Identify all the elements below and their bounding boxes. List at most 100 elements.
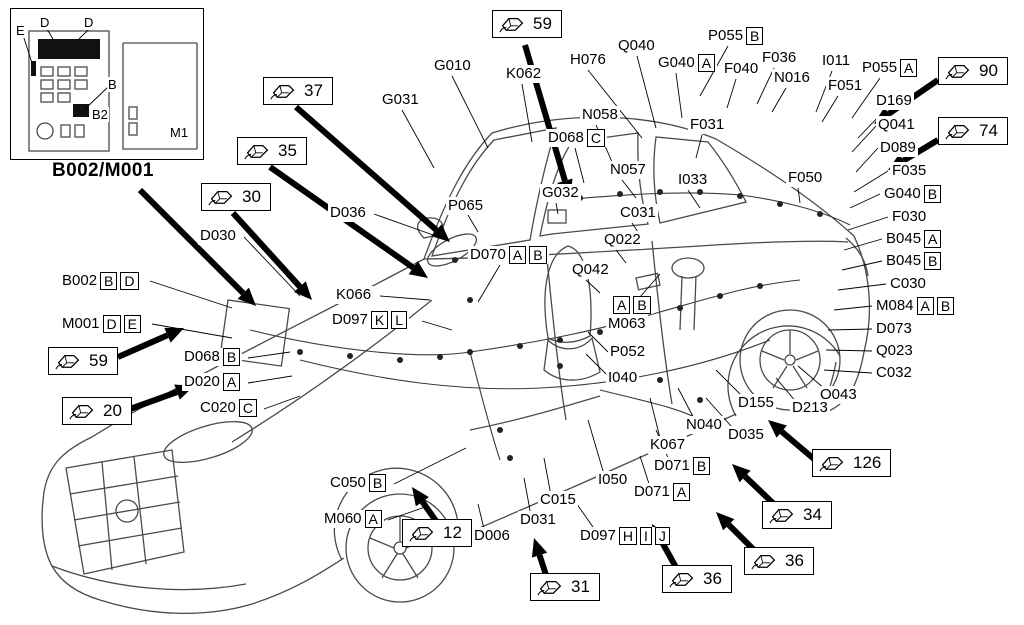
- component-label-g010: G010: [432, 57, 473, 75]
- component-label-f051: F051: [826, 77, 865, 95]
- component-label-k062: K062: [504, 65, 544, 83]
- component-label-c032: C032: [874, 364, 914, 382]
- component-label-d169: D169: [874, 92, 914, 110]
- connector-icon: [669, 572, 694, 588]
- component-label-d073: D073: [874, 320, 914, 338]
- leader-lines: [149, 45, 889, 538]
- component-label-d035: D035: [726, 426, 766, 444]
- connector-badge-90: 90: [938, 57, 1008, 85]
- connector-badge-34: 34: [762, 501, 832, 529]
- inset-label-d: D: [83, 15, 95, 30]
- inset-label-b2: B2: [91, 107, 109, 122]
- connector-icon: [270, 84, 295, 100]
- inset-caption: B002/M001: [52, 160, 154, 181]
- front-wheel: [345, 493, 455, 603]
- component-label-i011: I011: [820, 52, 853, 70]
- connector-badge-30: 30: [201, 183, 271, 211]
- component-label-f030: F030: [890, 208, 929, 226]
- connector-icon: [769, 508, 794, 524]
- connector-badge-31: 31: [530, 573, 600, 601]
- component-label-h076: H076: [568, 51, 608, 69]
- component-label-n058: N058: [580, 106, 620, 124]
- connector-icon: [55, 354, 80, 370]
- connector-icon: [819, 456, 844, 472]
- component-label-g031: G031: [380, 91, 421, 109]
- component-label-g032: G032: [540, 184, 581, 202]
- connector-badge-59: 59: [492, 10, 562, 38]
- component-label-q040: Q040: [616, 37, 657, 55]
- connector-badge-126: 126: [812, 449, 892, 477]
- component-label-d213: D213: [790, 399, 830, 417]
- component-label-q022: Q022: [602, 231, 643, 249]
- component-label-k067: K067: [648, 436, 688, 454]
- connector-badge-20: 20: [62, 397, 132, 425]
- component-label-f035: F035: [890, 162, 929, 180]
- component-label-d030: D030: [198, 227, 238, 245]
- connector-badge-12: 12: [402, 519, 472, 547]
- component-label-f050: F050: [786, 169, 825, 187]
- component-label-f031: F031: [688, 116, 727, 134]
- component-label-i033: I033: [676, 171, 710, 189]
- component-label-p052: P052: [608, 343, 648, 361]
- connector-icon: [751, 554, 776, 570]
- component-label-i040: I040: [606, 369, 640, 387]
- component-label-c015: C015: [538, 491, 578, 509]
- component-label-d036: D036: [328, 204, 368, 222]
- component-label-q023: Q023: [874, 342, 915, 360]
- connector-badge-74: 74: [938, 117, 1008, 145]
- connector-icon: [499, 17, 524, 33]
- component-label-q042: Q042: [570, 261, 611, 279]
- component-label-d089: D089: [878, 139, 918, 157]
- connector-badge-35: 35: [237, 137, 307, 165]
- component-label-k066: K066: [334, 286, 374, 304]
- inset-label-b: B: [107, 77, 118, 92]
- inset-label-m1: M1: [169, 125, 190, 140]
- connector-icon: [409, 526, 434, 542]
- component-label-d155: D155: [736, 394, 776, 412]
- component-label-n040: N040: [684, 416, 724, 434]
- component-label-f036: F036: [760, 49, 799, 67]
- connector-icon: [537, 580, 562, 596]
- component-label-q041: Q041: [876, 116, 917, 134]
- connector-icon: [69, 404, 94, 420]
- inset-label-d: D: [39, 15, 51, 30]
- component-label-n016: N016: [772, 69, 812, 87]
- connector-badge-37: 37: [263, 77, 333, 105]
- connector-icon: [208, 190, 233, 206]
- component-label-d006: D006: [472, 527, 512, 545]
- inset-label-e: E: [15, 23, 26, 38]
- wiring-harness: [249, 189, 851, 461]
- connector-icon: [945, 124, 970, 140]
- component-label-d031: D031: [518, 511, 558, 529]
- connector-badge-59: 59: [48, 347, 118, 375]
- component-label-c031: C031: [618, 204, 658, 222]
- component-label-f040: F040: [722, 60, 761, 78]
- connector-badge-36: 36: [662, 565, 732, 593]
- component-label-p065: P065: [446, 197, 486, 215]
- component-label-c030: C030: [888, 275, 928, 293]
- component-label-m063: M063: [606, 315, 648, 333]
